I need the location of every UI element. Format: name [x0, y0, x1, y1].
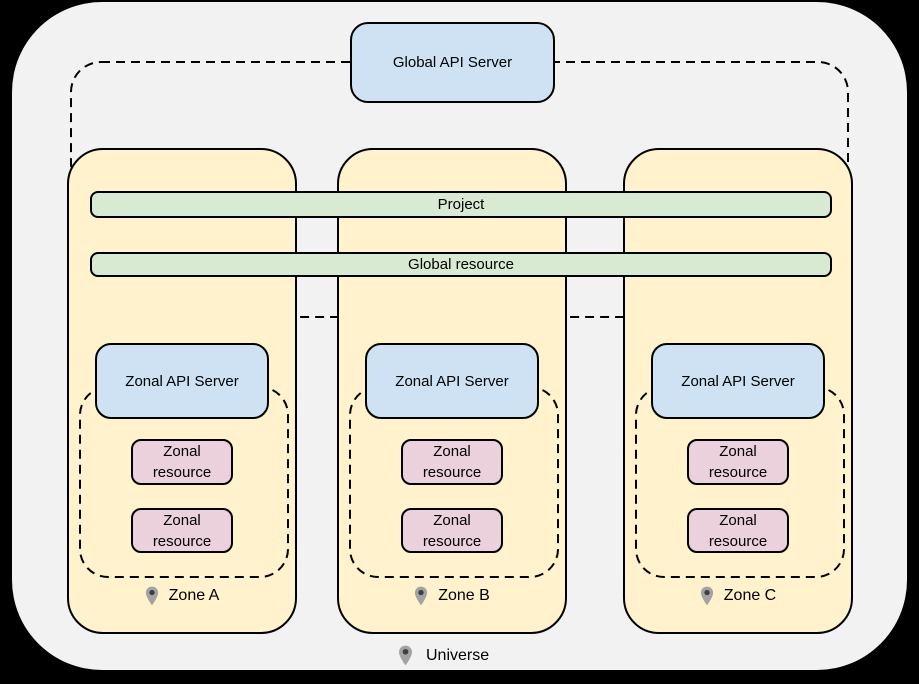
zonal-resource-box: Zonal resource	[401, 508, 503, 553]
zonal-api-server-box: Zonal API Server	[365, 343, 539, 419]
zone-c-label-row: Zone C	[625, 586, 851, 606]
zone-name: Zone B	[438, 587, 490, 604]
zonal-resource-box: Zonal resource	[131, 508, 233, 553]
zonal-api-server-label: Zonal API Server	[681, 372, 795, 390]
zonal-resource-label: Zonal resource	[708, 511, 768, 550]
global-api-server-label: Global API Server	[392, 54, 513, 71]
zonal-resource-label: Zonal resource	[152, 443, 212, 481]
zonal-resource-label: Zonal resource	[708, 443, 768, 481]
zonal-api-server-box: Zonal API Server	[651, 343, 825, 419]
zonal-resource-box: Zonal resource	[687, 508, 789, 553]
universe-label-row: Universe	[398, 645, 489, 666]
zone-b-label-row: Zone B	[339, 586, 565, 606]
global-api-server-box: Global API Server	[350, 22, 555, 103]
universe-name: Universe	[426, 646, 490, 664]
location-pin-icon	[415, 586, 428, 606]
project-bar-label: Project	[437, 196, 485, 213]
location-pin-icon	[700, 586, 713, 606]
zonal-resource-box: Zonal resource	[401, 439, 503, 485]
global-resource-bar: Global resource	[90, 252, 832, 277]
zonal-resource-box: Zonal resource	[687, 439, 789, 485]
location-pin-icon	[399, 645, 412, 666]
zone-a-label-row: Zone A	[69, 586, 295, 606]
location-pin-icon	[145, 586, 158, 606]
project-bar: Project	[90, 191, 832, 218]
zonal-api-server-box: Zonal API Server	[95, 343, 269, 419]
zonal-resource-label: Zonal resource	[422, 443, 482, 481]
zone-a-container: Zonal API Server Zonal resource Zonal re…	[67, 148, 297, 634]
zone-name: Zone C	[723, 587, 777, 604]
zonal-api-server-label: Zonal API Server	[125, 372, 239, 390]
zonal-resource-label: Zonal resource	[422, 511, 482, 550]
zone-c-container: Zonal API Server Zonal resource Zonal re…	[623, 148, 853, 634]
zone-name: Zone A	[168, 587, 220, 604]
zonal-resource-box: Zonal resource	[131, 439, 233, 485]
zonal-resource-label: Zonal resource	[152, 511, 212, 550]
global-resource-bar-label: Global resource	[408, 256, 514, 273]
zonal-api-server-label: Zonal API Server	[395, 372, 509, 390]
zone-b-container: Zonal API Server Zonal resource Zonal re…	[337, 148, 567, 634]
